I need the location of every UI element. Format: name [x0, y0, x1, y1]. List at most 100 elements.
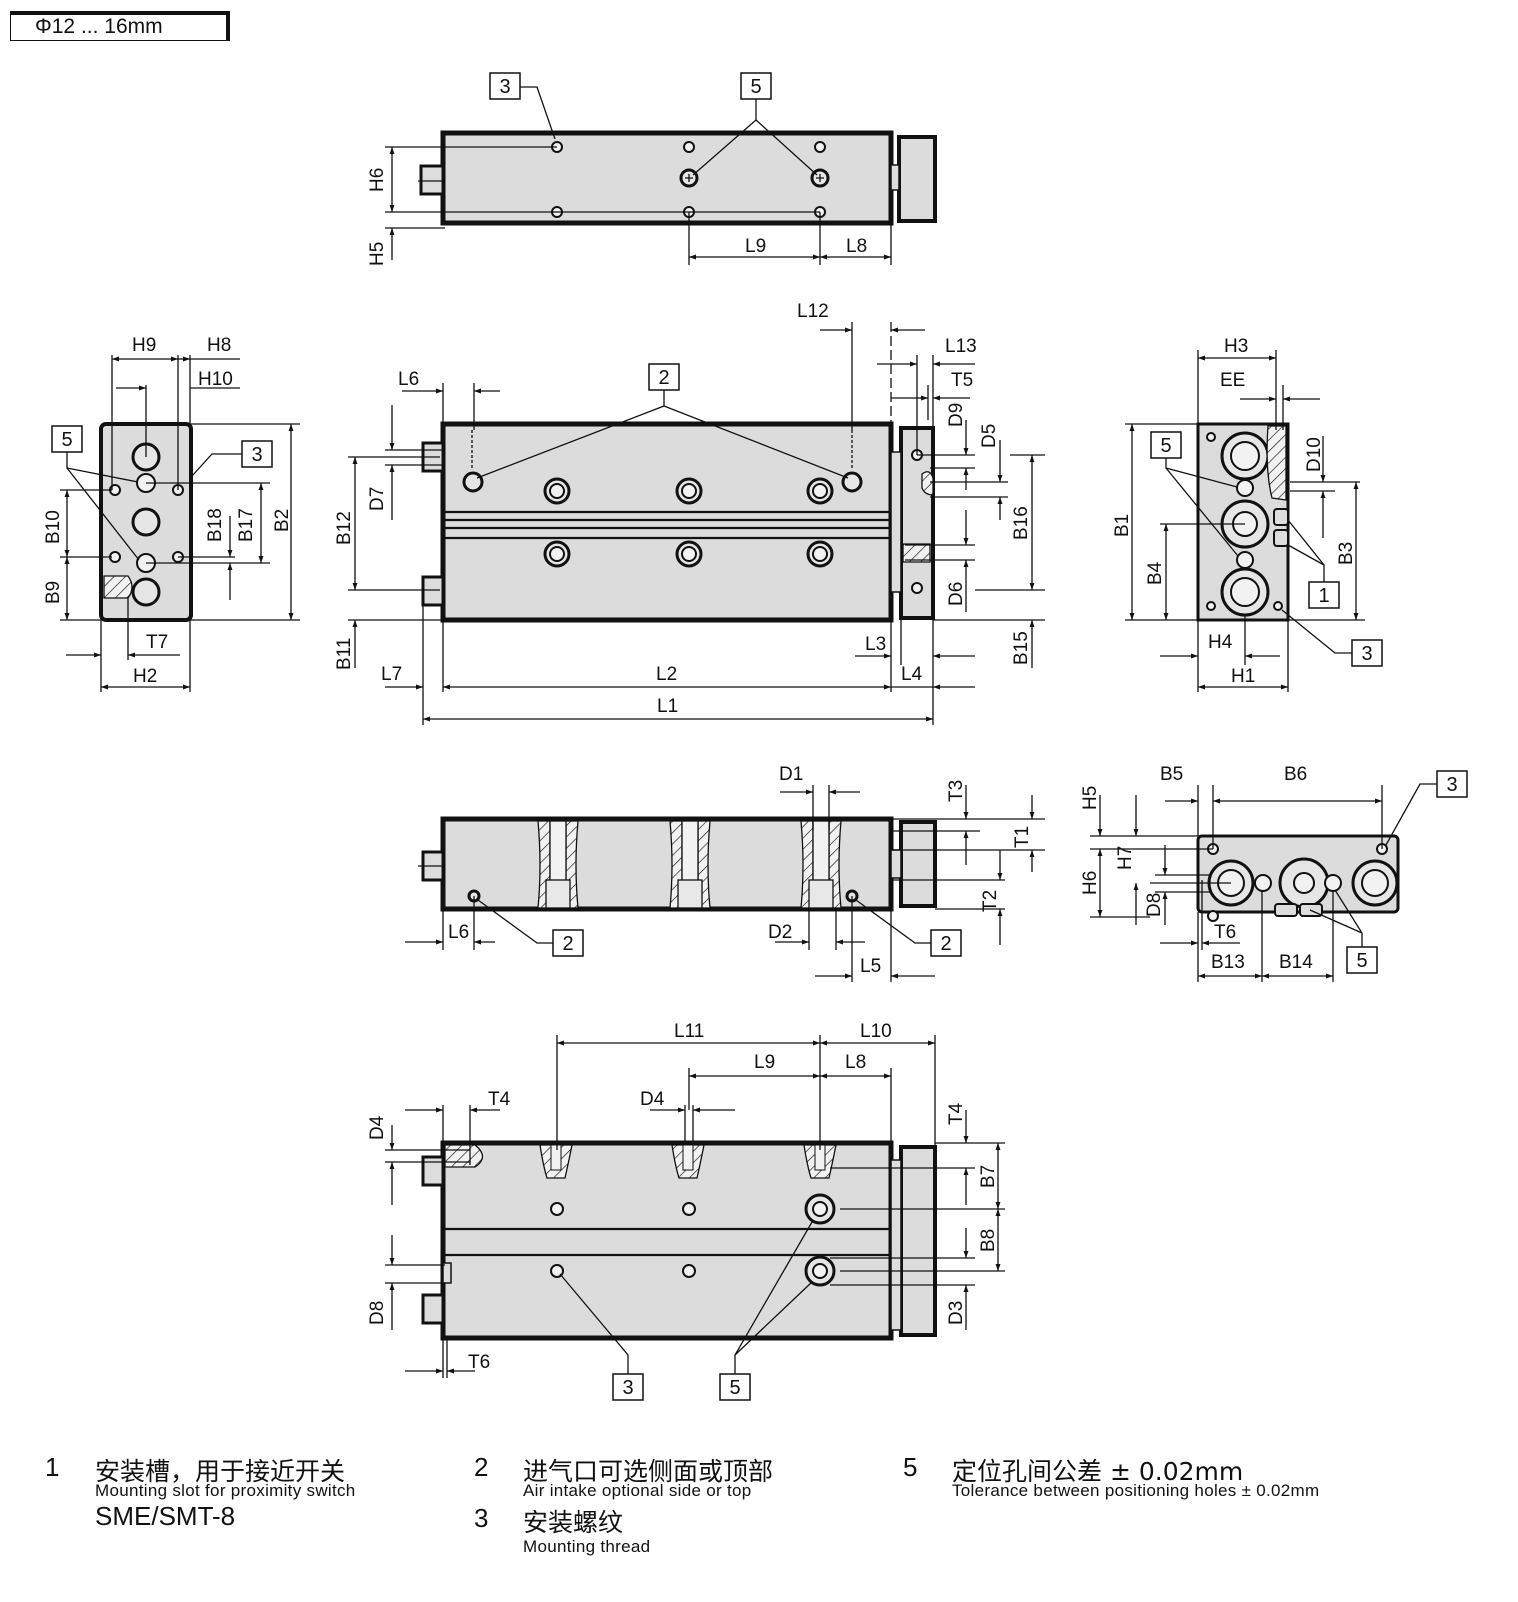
svg-text:5: 5 — [61, 429, 72, 451]
callout-5: 5 — [51, 425, 140, 561]
dim-l1: L1 — [657, 696, 678, 717]
callout-5: 5 — [719, 1221, 813, 1401]
callout-2-right: 2 — [855, 899, 962, 957]
dim-b4: B4 — [1145, 561, 1166, 585]
dim-l3: L3 — [865, 634, 886, 655]
dim-h5: H5 — [367, 242, 388, 266]
legend-en: Mounting slot for proximity switch — [95, 1481, 356, 1500]
callout-2: 2 — [476, 363, 849, 479]
legend-zh: 安装螺纹 — [523, 1508, 624, 1537]
dim-d8: D8 — [367, 1301, 388, 1325]
callout-5: 5 — [1309, 889, 1378, 974]
dim-h7: H7 — [1115, 846, 1136, 870]
svg-text:3: 3 — [1361, 643, 1372, 665]
dim-b16: B16 — [1011, 506, 1032, 540]
bottom-end-view: B5 B6 H5 H6 H7 D8 T6 B13 B14 3 5 — [1080, 764, 1468, 982]
legend-en: Air intake optional side or top — [523, 1481, 752, 1500]
size-range-badge: Φ12 ... 16mm — [10, 11, 230, 41]
dim-l9: L9 — [754, 1052, 775, 1073]
dim-b15: B15 — [1011, 631, 1032, 665]
dim-d2: D2 — [768, 922, 792, 943]
svg-text:5: 5 — [1160, 435, 1171, 457]
svg-text:3: 3 — [622, 1377, 633, 1399]
dim-t3: T3 — [946, 780, 967, 802]
dim-h8: H8 — [207, 335, 231, 356]
dim-b14: B14 — [1279, 952, 1313, 973]
dim-b12: B12 — [334, 511, 355, 545]
callout-3: 3 — [1281, 609, 1383, 667]
dim-b6: B6 — [1284, 764, 1307, 785]
dim-t6: T6 — [468, 1352, 490, 1373]
right-end-view: H3 EE D10 B1 B4 B3 H4 H1 5 1 — [1112, 336, 1383, 692]
dim-d1: D1 — [779, 764, 803, 785]
dim-l11: L11 — [674, 1021, 704, 1042]
callout-3: 3 — [559, 1273, 644, 1401]
legend-zh: 定位孔间公差 ± 0.02mm — [952, 1457, 1244, 1486]
legend-number: 3 — [474, 1503, 489, 1533]
callout-2-left: 2 — [477, 899, 584, 957]
dim-h9: H9 — [132, 335, 156, 356]
dim-h6: H6 — [367, 168, 388, 192]
dim-h10: H10 — [198, 369, 233, 390]
svg-text:3: 3 — [1446, 774, 1457, 796]
svg-text:5: 5 — [750, 76, 761, 98]
dim-b8: B8 — [978, 1229, 999, 1252]
legend-number: 5 — [903, 1452, 918, 1482]
dim-d9: D9 — [946, 403, 967, 427]
dim-l2: L2 — [656, 664, 677, 685]
dim-b9: B9 — [43, 581, 64, 604]
legend-zh: 安装槽，用于接近开关 — [95, 1457, 346, 1486]
dim-l9: L9 — [745, 236, 766, 257]
dim-b17: B17 — [236, 508, 257, 542]
dim-b3: B3 — [1336, 542, 1357, 565]
dim-t7: T7 — [146, 632, 168, 653]
dim-b5: B5 — [1160, 764, 1183, 785]
dim-d10: D10 — [1304, 437, 1325, 472]
dim-b13: B13 — [1211, 952, 1245, 973]
dim-h4: H4 — [1208, 632, 1233, 653]
dim-b1: B1 — [1112, 514, 1133, 537]
dim-l8: L8 — [846, 236, 867, 257]
legend-zh: 进气口可选侧面或顶部 — [523, 1457, 774, 1486]
dim-t6: T6 — [1214, 922, 1236, 943]
callout-3: 3 — [489, 72, 556, 140]
dim-b18: B18 — [205, 508, 226, 542]
dim-l4: L4 — [901, 664, 923, 685]
svg-text:2: 2 — [562, 933, 573, 955]
dim-d4-left: D4 — [367, 1115, 388, 1140]
svg-text:1: 1 — [1318, 585, 1329, 607]
legend-en: Tolerance between positioning holes ± 0.… — [952, 1481, 1320, 1500]
dim-h6: H6 — [1080, 871, 1101, 895]
callout-5: 5 — [692, 72, 818, 176]
svg-text:3: 3 — [251, 444, 262, 466]
top-view: H6 H5 L9 L8 3 5 — [367, 72, 937, 266]
dim-t5: T5 — [951, 370, 973, 391]
dim-l7: L7 — [381, 664, 402, 685]
dim-b2: B2 — [272, 509, 293, 532]
dim-d4: D4 — [640, 1089, 665, 1110]
dim-b11: B11 — [334, 638, 355, 670]
svg-text:2: 2 — [658, 367, 669, 389]
dim-d5: D5 — [979, 424, 1000, 448]
dim-b7: B7 — [978, 1165, 999, 1188]
dim-t4: T4 — [488, 1089, 511, 1110]
dim-t2: T2 — [980, 890, 1001, 912]
dim-l6: L6 — [398, 369, 419, 390]
dim-ee: EE — [1220, 370, 1245, 391]
dim-l10: L10 — [860, 1021, 892, 1042]
legend-model: SME/SMT-8 — [95, 1501, 236, 1531]
dim-l12: L12 — [797, 301, 829, 322]
callout-3: 3 — [191, 440, 273, 477]
dim-b10: B10 — [43, 510, 64, 544]
legend-en: Mounting thread — [523, 1537, 651, 1556]
dim-l13: L13 — [945, 336, 977, 357]
dim-t1: T1 — [1012, 826, 1033, 848]
dim-h1: H1 — [1231, 666, 1255, 687]
callout-3: 3 — [1385, 770, 1468, 846]
bottom-view: L11 L10 L9 L8 T4 D4 D4 D8 T4 B7 B8 D3 — [367, 1021, 1005, 1401]
dim-h5: H5 — [1080, 786, 1101, 810]
front-view: L6 L12 L13 T5 D7 B12 B11 D9 D5 D6 — [334, 301, 1045, 725]
dim-t4-right: T4 — [946, 1102, 967, 1125]
svg-text:3: 3 — [499, 76, 510, 98]
svg-text:5: 5 — [1356, 950, 1367, 972]
